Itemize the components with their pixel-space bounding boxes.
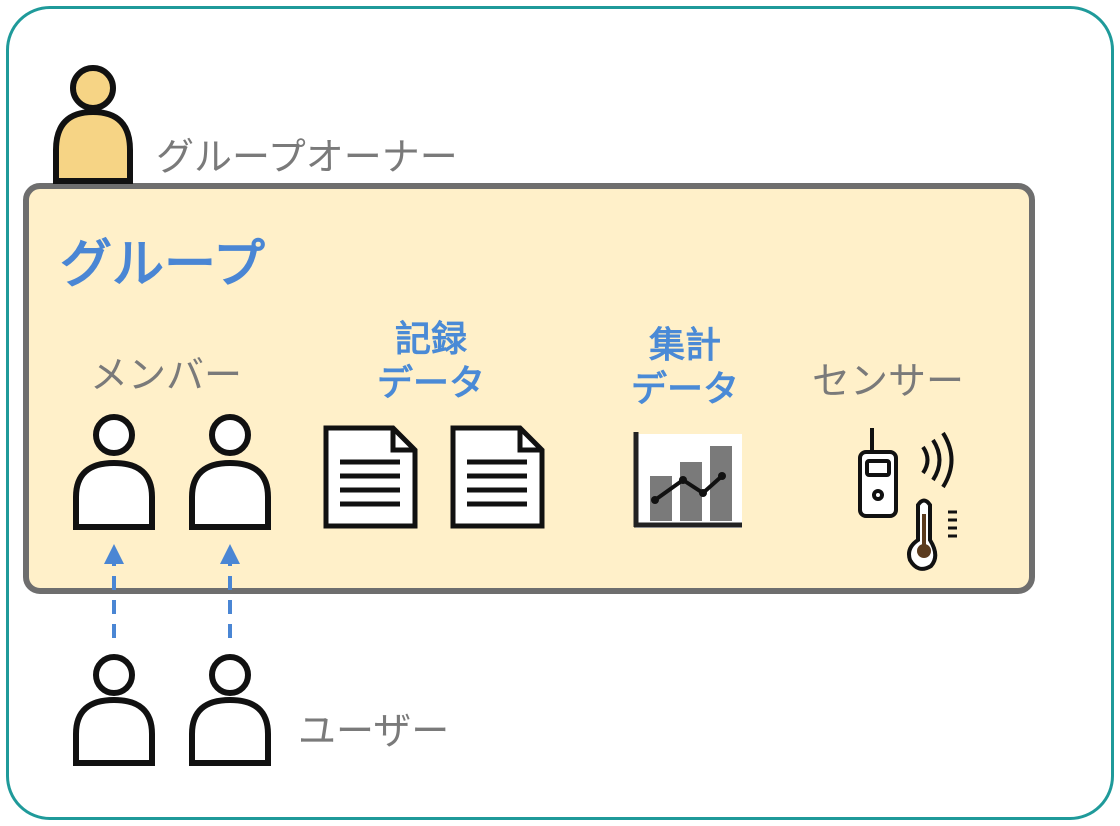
aggregated-data-line2: データ <box>630 369 739 410</box>
owner-person-icon <box>53 65 133 184</box>
group-owner-label: グループオーナー <box>156 135 458 179</box>
members-label: メンバー <box>90 353 243 397</box>
recorded-data-line2: データ <box>376 363 485 404</box>
users-label: ユーザー <box>298 709 450 753</box>
dashed-arrow-up <box>104 544 124 638</box>
dashed-arrow-up <box>220 544 240 638</box>
recorded-data-line1: 記録 <box>394 319 467 360</box>
member-person-icon <box>189 414 271 530</box>
sensor-label: センサー <box>812 359 965 403</box>
user-person-icon <box>73 654 155 766</box>
user-person-icon <box>189 654 271 766</box>
member-person-icon <box>73 414 155 530</box>
document-icon <box>450 425 545 529</box>
document-icon <box>323 425 418 529</box>
recorded-data-label: 記録 データ <box>366 318 496 406</box>
line-chart-icon <box>633 432 742 528</box>
group-box <box>23 183 1035 594</box>
group-title: グループ <box>60 235 265 295</box>
aggregated-data-line1: 集計 <box>648 325 721 366</box>
sensor-thermometer-icon <box>858 428 957 571</box>
aggregated-data-label: 集計 データ <box>620 324 750 412</box>
